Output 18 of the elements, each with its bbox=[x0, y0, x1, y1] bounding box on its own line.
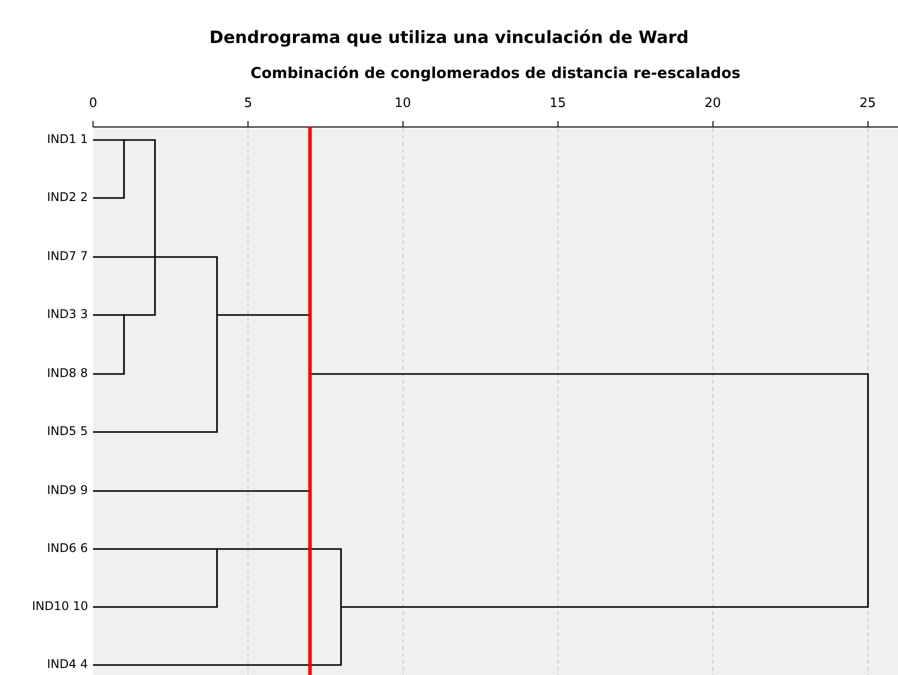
leaf-label: IND1 1 bbox=[47, 132, 88, 146]
axis-title: Combinación de conglomerados de distancia re-escalados bbox=[249, 64, 742, 82]
leaf-label: IND3 3 bbox=[47, 307, 88, 321]
leaf-label: IND7 7 bbox=[47, 249, 88, 263]
leaf-label: IND4 4 bbox=[47, 657, 88, 671]
leaf-label: IND10 10 bbox=[32, 599, 88, 613]
leaf-label: IND8 8 bbox=[47, 366, 88, 380]
chart-title: Dendrograma que utiliza una vinculación de Ward bbox=[208, 28, 690, 48]
leaf-label: IND9 9 bbox=[47, 483, 88, 497]
leaf-label: IND2 2 bbox=[47, 190, 88, 204]
tick-label: 25 bbox=[860, 96, 876, 111]
leaf-label: IND6 6 bbox=[47, 541, 88, 555]
tick-label: 5 bbox=[244, 96, 252, 111]
tick-label: 15 bbox=[550, 96, 566, 111]
tick-label: 20 bbox=[704, 96, 722, 111]
tick-label: 10 bbox=[394, 96, 412, 111]
tick-label: 0 bbox=[89, 96, 98, 111]
leaf-label: IND5 5 bbox=[47, 424, 88, 438]
